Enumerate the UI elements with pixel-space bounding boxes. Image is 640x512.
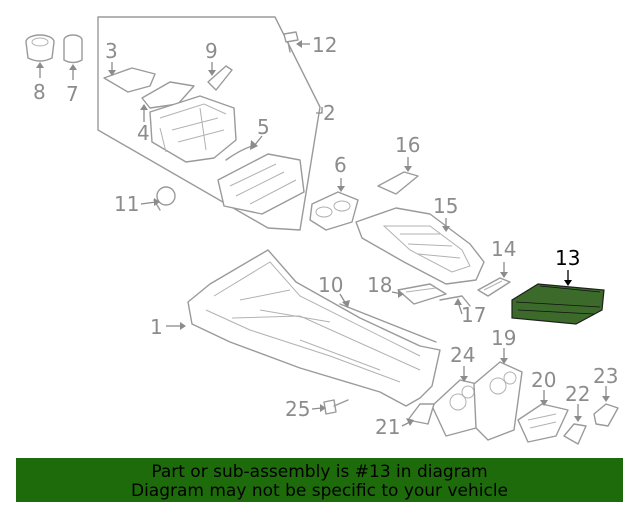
callout-8[interactable]: 8 [33,80,46,104]
part-19-drawing [473,361,523,441]
callout-17[interactable]: 17 [461,303,486,327]
callout-7[interactable]: 7 [66,82,79,106]
highlight-notice-banner: Part or sub-assembly is #13 in diagram D… [16,458,623,502]
storage-bin-assembly-drawing [149,95,237,163]
part-7-drawing [63,34,83,64]
part-8-drawing [25,34,55,62]
part-14-drawing [477,277,511,297]
callout-15[interactable]: 15 [433,194,458,218]
callout-6[interactable]: 6 [334,153,347,177]
part-15-drawing [355,207,485,285]
part-9-drawing [207,65,233,91]
callout-14[interactable]: 14 [491,237,516,261]
callout-24[interactable]: 24 [450,343,475,367]
callout-labels: 1 2 3 4 5 6 7 8 9 10 11 12 13 14 15 16 1… [33,33,618,439]
part-25-drawing [323,399,349,415]
part-17-drawing [439,295,471,307]
part-13-highlighted-drawing [511,283,605,325]
part-6-drawing [309,191,359,231]
callout-2[interactable]: 2 [323,101,336,125]
part-11-drawing [153,186,176,211]
callout-23[interactable]: 23 [593,364,618,388]
part-3-drawing [103,67,156,93]
part-18-drawing [397,283,447,305]
part-12-drawing [283,31,299,53]
callout-12[interactable]: 12 [312,33,337,57]
notice-line-2: Diagram may not be specific to your vehi… [130,480,508,501]
part-20-drawing [517,403,569,443]
callout-5[interactable]: 5 [257,115,270,139]
callout-19[interactable]: 19 [491,326,516,350]
part-4-drawing [141,81,195,109]
part-21-drawing [407,403,435,425]
part-10-drawing [339,303,437,343]
callout-22[interactable]: 22 [565,382,590,406]
callout-21[interactable]: 21 [375,415,400,439]
part-22-drawing [563,423,587,445]
subassembly-2-outline [97,16,321,231]
callout-25[interactable]: 25 [285,397,310,421]
part-16-drawing [377,171,419,195]
callout-1[interactable]: 1 [150,315,163,339]
notice-line-1: Part or sub-assembly is #13 in diagram [151,461,488,482]
callout-20[interactable]: 20 [531,368,556,392]
callout-leaders [36,40,610,427]
exploded-parts-diagram: 1 2 3 4 5 6 7 8 9 10 11 12 13 14 15 16 1… [25,16,619,445]
callout-10[interactable]: 10 [318,273,343,297]
callout-4[interactable]: 4 [137,121,150,145]
part-23-drawing [593,403,619,427]
callout-11[interactable]: 11 [114,192,139,216]
part-1-console-drawing [187,249,441,407]
callout-18[interactable]: 18 [367,273,392,297]
lower-tray-drawing [217,153,305,215]
callout-16[interactable]: 16 [395,133,420,157]
callout-13-highlighted[interactable]: 13 [555,246,580,270]
callout-3[interactable]: 3 [105,39,118,63]
part-5-drawing [225,145,253,161]
callout-9[interactable]: 9 [205,39,218,63]
